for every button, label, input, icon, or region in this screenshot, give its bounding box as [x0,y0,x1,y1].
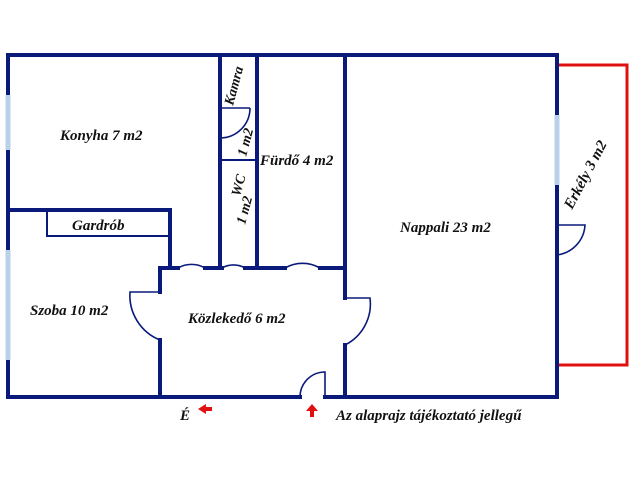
room-label-gardrob: Gardrób [72,218,125,234]
north-label: É [179,407,190,424]
interior-walls [6,53,347,399]
north-arrow-icon [198,404,212,414]
disclaimer-text: Az alaprajz tájékoztató jellegű [335,408,522,424]
room-label-nappali: Nappali 23 m2 [399,220,491,236]
room-label-erkely: Erkély 3 m2 [561,138,611,213]
windows [5,95,560,360]
entrance-arrow-icon [306,404,318,417]
room-label-szoba: Szoba 10 m2 [30,303,109,319]
room-label-konyha: Konyha 7 m2 [59,128,143,144]
room-label-kamra-area: 1 m2 [235,127,257,158]
room-label-wc: WC [229,172,249,198]
room-label-kozlekedo: Közlekedő 6 m2 [187,311,286,327]
doors [129,107,586,398]
room-label-kamra: Kamra [222,65,247,108]
room-label-furdo: Fürdő 4 m2 [259,153,334,169]
balcony-outline [557,63,629,367]
room-label-wc-area: 1 m2 [234,195,256,226]
